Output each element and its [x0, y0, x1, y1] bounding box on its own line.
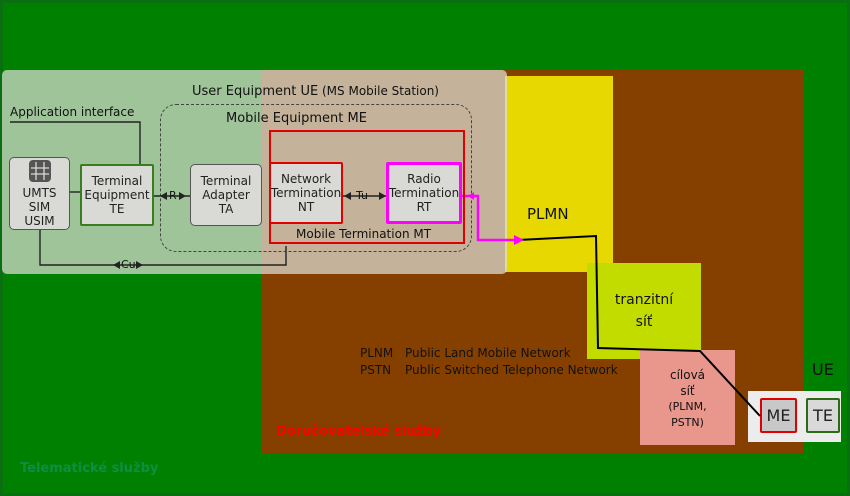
legend-text-plnm: Public Land Mobile Network — [405, 346, 571, 360]
r-arrow-left — [160, 192, 167, 200]
terminal-equipment-box[interactable]: Terminal Equipment TE — [80, 164, 154, 226]
radio-termination-box[interactable]: Radio Termination RT — [386, 162, 462, 224]
tu-arrow-left — [344, 192, 351, 200]
sim-line-2: USIM — [24, 214, 55, 228]
cu-interface-label: Cu — [121, 258, 136, 271]
rt-arrow-head — [468, 192, 474, 200]
network-path-line — [517, 234, 761, 417]
ta-line-1: Terminal — [200, 174, 252, 188]
cu-link — [39, 228, 287, 266]
tu-interface-label: Tu — [356, 189, 369, 202]
legend-abbr-plnm: PLNM — [360, 346, 394, 360]
terminal-adapter-box[interactable]: Terminal Adapter TA — [190, 164, 262, 226]
delivery-services-label: Doručovatelské služby — [276, 424, 441, 439]
transit-line-2: síť — [635, 314, 653, 330]
legend-text-pstn: Public Switched Telephone Network — [405, 363, 618, 377]
rt-line-1: Radio — [407, 172, 441, 186]
sim-line-1: UMTS SIM — [22, 186, 57, 214]
te-line-2: Equipment — [84, 188, 150, 202]
target-network-label: cílová síť (PLNM, PSTN) — [640, 367, 735, 431]
network-termination-box[interactable]: Network Termination NT — [269, 162, 343, 224]
transit-network-label: tranzitní síť — [587, 289, 701, 333]
sim-chip-icon — [28, 160, 51, 182]
ue-diagram-subtitle: (MS Mobile Station) — [322, 84, 439, 98]
plmn-arrow-head — [514, 235, 524, 245]
cu-arrow-left — [113, 261, 120, 269]
application-interface-line — [10, 121, 141, 165]
te-label: TE — [813, 405, 833, 425]
ue-diagram-title: User Equipment UE — [192, 84, 319, 99]
usim-box[interactable]: UMTS SIM USIM — [9, 157, 70, 230]
me-box[interactable]: ME — [760, 398, 797, 433]
nt-line-3: NT — [297, 200, 315, 214]
mt-title: Mobile Termination MT — [296, 227, 432, 241]
ta-line-2: Adapter — [202, 188, 250, 202]
me-label: ME — [766, 405, 791, 425]
application-interface-label: Application interface — [10, 105, 135, 119]
cu-arrow-right — [136, 261, 143, 269]
te-line-1: Terminal — [91, 174, 143, 188]
mobile-equipment-outline — [160, 104, 472, 252]
rt-line-3: RT — [416, 200, 432, 214]
target-line-2: síť — [680, 384, 695, 398]
transit-line-1: tranzitní — [614, 292, 674, 308]
ue-label: UE — [812, 360, 834, 379]
rt-plmn-link — [462, 194, 516, 242]
plmn-label: PLMN — [527, 205, 569, 223]
r-interface-label: R — [169, 189, 177, 202]
target-network-area — [640, 350, 735, 445]
rt-line-2: Termination — [388, 186, 460, 200]
r-arrow-right — [179, 192, 186, 200]
telematic-services-label: Telematické služby — [20, 461, 159, 476]
nt-line-1: Network — [280, 172, 332, 186]
te-line-3: TE — [109, 202, 125, 216]
me-title: Mobile Equipment ME — [226, 111, 367, 126]
nt-line-2: Termination — [270, 186, 342, 200]
legend-abbr-pstn: PSTN — [360, 363, 392, 377]
target-line-3: (PLNM, — [668, 400, 707, 413]
target-line-1: cílová — [669, 368, 706, 382]
ta-line-3: TA — [218, 202, 234, 216]
te-box[interactable]: TE — [806, 398, 840, 433]
target-line-4: PSTN) — [671, 416, 704, 429]
tu-arrow-right — [379, 192, 386, 200]
transit-network-area — [587, 263, 701, 359]
